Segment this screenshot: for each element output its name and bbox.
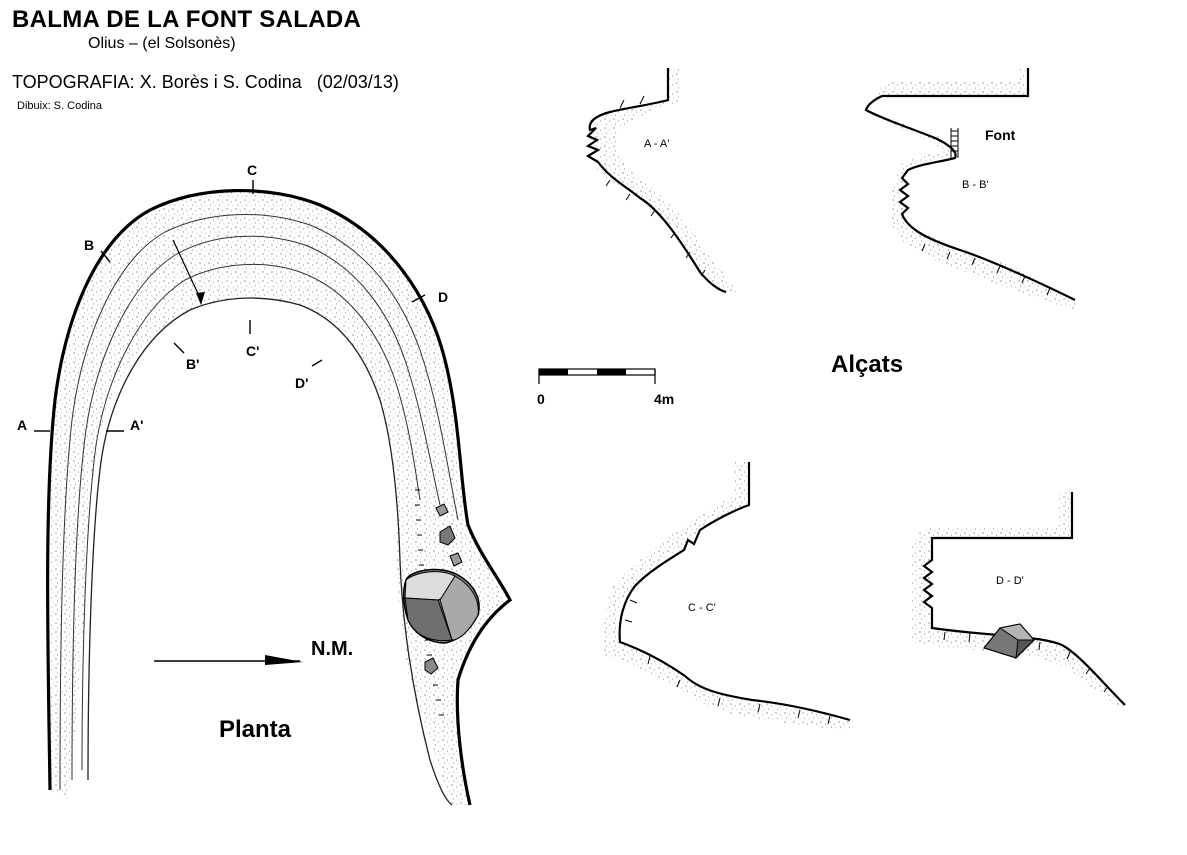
plan-inner-wall <box>87 297 453 806</box>
elevation-d-boulder <box>982 623 1036 660</box>
elevation-a-profile <box>585 68 727 294</box>
section-label-d: D <box>438 289 449 305</box>
elevation-b-profile <box>864 68 1076 301</box>
section-label-c-prime: C' <box>246 343 260 359</box>
elevation-label-d: D - D' <box>996 575 1024 587</box>
section-label-b: B <box>84 237 95 253</box>
elevation-a-rock <box>592 68 740 292</box>
section-label-c: C <box>247 162 258 178</box>
elevation-c <box>603 462 851 730</box>
north-arrow-head <box>265 655 303 665</box>
scale-bar <box>538 368 656 384</box>
plan-contour-1 <box>59 214 459 791</box>
plan-boulder-small-4 <box>424 657 439 675</box>
elevations-title: Alçats <box>831 351 904 378</box>
plan-boulder-small-3 <box>449 552 463 567</box>
page-title: BALMA DE LA FONT SALADA <box>12 6 362 33</box>
elevation-label-a: A - A' <box>644 138 670 150</box>
elevation-d <box>912 492 1126 708</box>
slope-arrowhead <box>196 292 205 305</box>
plan-title: Planta <box>219 716 292 743</box>
elevation-label-b: B - B' <box>962 179 989 191</box>
section-mark-b-prime <box>173 342 185 354</box>
plan-contour-3 <box>81 263 421 771</box>
spring-marker-icon <box>950 128 959 158</box>
elevation-d-ticks <box>943 631 1109 693</box>
scale-end-label: 4m <box>654 391 675 407</box>
drawing-credit: Dibuix: S. Codina <box>17 100 102 112</box>
spring-label: Font <box>985 127 1016 143</box>
plan-boulder-large <box>402 568 480 644</box>
slope-arrow <box>172 239 202 301</box>
section-mark-d <box>411 294 426 303</box>
section-mark-b <box>100 250 111 263</box>
elevation-b-ticks <box>921 243 1051 296</box>
elevation-d-rock <box>912 492 1125 708</box>
elevation-b-rock <box>865 68 1075 310</box>
section-label-a: A <box>17 417 28 433</box>
elevation-a <box>585 68 740 294</box>
elevation-b <box>864 68 1076 310</box>
section-label-d-prime: D' <box>295 375 309 391</box>
elevation-c-rock <box>603 462 850 730</box>
elevation-c-ticks <box>624 599 831 725</box>
cave-plan <box>34 180 513 806</box>
plan-floor-area <box>47 190 510 805</box>
section-mark-d-prime <box>311 359 323 367</box>
elevation-label-c: C - C' <box>688 602 716 614</box>
plan-boulder-small-1 <box>435 503 449 517</box>
section-label-a-prime: A' <box>130 417 144 433</box>
section-label-b-prime: B' <box>186 356 200 372</box>
location-subtitle: Olius – (el Solsonès) <box>88 35 236 52</box>
north-label: N.M. <box>311 638 354 660</box>
plan-contour-2 <box>71 235 441 781</box>
plan-outer-wall <box>46 189 513 806</box>
scale-start-label: 0 <box>537 391 545 407</box>
elevation-c-profile <box>618 462 851 722</box>
topography-credit: TOPOGRAFIA: X. Borès i S. Codina (02/03/… <box>12 72 399 92</box>
elevation-d-profile <box>922 492 1126 706</box>
elevation-a-ticks <box>605 95 706 277</box>
plan-boulder-small-2 <box>439 525 456 546</box>
